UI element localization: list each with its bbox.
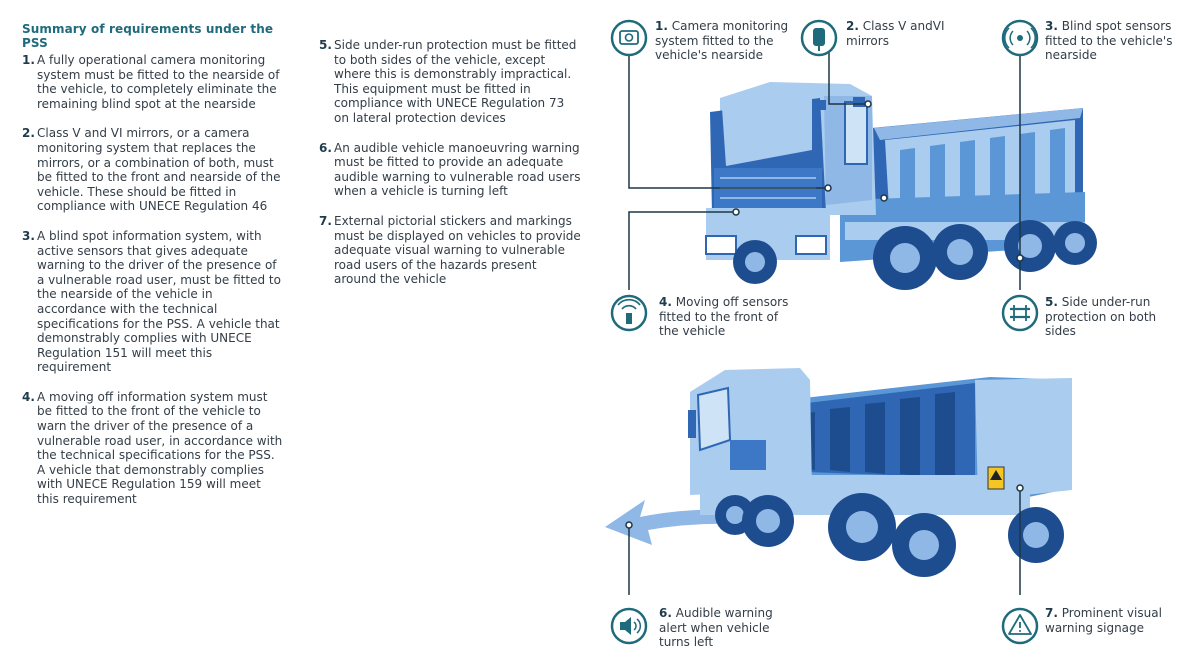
requirement-number: 1. xyxy=(22,53,35,67)
callout-text: Camera monitoring system fitted to the v… xyxy=(655,19,789,63)
leader-lines xyxy=(628,44,1021,595)
requirement-2: 2. Class V and VI mirrors, or a camera m… xyxy=(22,126,284,214)
requirement-7: 7. External pictorial stickers and marki… xyxy=(319,214,581,287)
callout-number: 1. xyxy=(655,19,668,33)
bottom-truck-illustration xyxy=(605,368,1072,577)
callout-5: 5. Side under-run protection on both sid… xyxy=(1045,295,1185,339)
callout-3: 3. Blind spot sensors fitted to the vehi… xyxy=(1045,19,1185,63)
requirement-text: External pictorial stickers and markings… xyxy=(334,213,581,287)
requirement-number: 3. xyxy=(22,228,35,243)
summary-title: Summary of requirements under the PSS xyxy=(22,22,274,50)
requirement-number: 7. xyxy=(319,213,332,228)
requirements-column-2: 5. Side under-run protection must be fit… xyxy=(319,38,581,302)
side-guard-icon xyxy=(1001,294,1039,332)
callout-text: Moving off sensors fitted to the front o… xyxy=(659,295,789,339)
moving-off-sensor-icon xyxy=(610,294,648,332)
callout-text: Side under-run protection on both sides xyxy=(1045,295,1157,339)
requirement-5: 5. Side under-run protection must be fit… xyxy=(319,38,581,126)
speaker-icon xyxy=(610,607,648,645)
callout-number: 2. xyxy=(846,19,859,33)
requirement-text: A moving off information system must be … xyxy=(37,389,283,507)
requirement-6: 6. An audible vehicle manoeuvring warnin… xyxy=(319,141,581,199)
callout-number: 6. xyxy=(659,606,672,620)
requirement-1: 1. A fully operational camera monitoring… xyxy=(22,53,284,111)
callout-number: 4. xyxy=(659,295,672,309)
requirement-text: A blind spot information system, with ac… xyxy=(37,228,281,375)
callout-4: 4. Moving off sensors fitted to the fron… xyxy=(659,295,799,339)
requirement-text: An audible vehicle manoeuvring warning m… xyxy=(334,140,581,199)
mirror-icon xyxy=(800,19,838,57)
warning-icon xyxy=(1001,607,1039,645)
requirement-number: 5. xyxy=(319,38,332,52)
requirement-number: 4. xyxy=(22,389,35,404)
requirement-text: Side under-run protection must be fitted… xyxy=(334,38,577,125)
requirement-text: A fully operational camera monitoring sy… xyxy=(37,53,280,111)
requirement-text: Class V and VI mirrors, or a camera moni… xyxy=(37,126,281,214)
camera-icon xyxy=(610,19,648,57)
callout-6: 6. Audible warning alert when vehicle tu… xyxy=(659,606,794,650)
top-truck-illustration xyxy=(705,82,1097,290)
requirement-3: 3. A blind spot information system, with… xyxy=(22,229,284,375)
callout-number: 7. xyxy=(1045,606,1058,620)
callout-text: Class V andVI mirrors xyxy=(846,19,945,48)
callout-7: 7. Prominent visual warning signage xyxy=(1045,606,1185,635)
callout-number: 3. xyxy=(1045,19,1058,33)
callout-1: 1. Camera monitoring system fitted to th… xyxy=(655,19,805,63)
requirements-column-1: Summary of requirements under the PSS 1.… xyxy=(22,20,284,522)
callout-text: Prominent visual warning signage xyxy=(1045,606,1162,635)
callout-number: 5. xyxy=(1045,295,1058,309)
sensor-icon xyxy=(1001,19,1039,57)
requirement-number: 6. xyxy=(319,140,332,155)
callout-text: Audible warning alert when vehicle turns… xyxy=(659,606,773,650)
requirement-number: 2. xyxy=(22,126,35,141)
requirement-4: 4. A moving off information system must … xyxy=(22,390,284,507)
callout-text: Blind spot sensors fitted to the vehicle… xyxy=(1045,19,1173,63)
callout-2: 2. Class V andVI mirrors xyxy=(846,19,966,48)
